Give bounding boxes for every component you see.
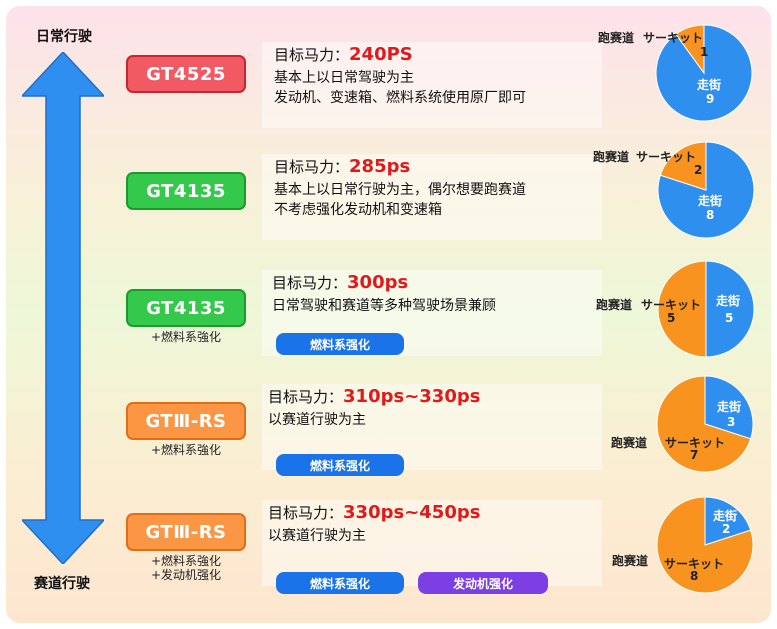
description-line: 发动机、变速箱、燃料系统使用原厂即可 xyxy=(274,90,526,106)
row-background xyxy=(262,154,602,240)
circuit-slice xyxy=(657,260,707,358)
double-arrow-icon xyxy=(22,52,104,564)
description-line: 日常驾驶和赛道等多种驾驶场景兼顾 xyxy=(272,298,496,314)
pie-street-label: 走街 xyxy=(713,509,738,523)
target-hp-value: 330ps~450ps xyxy=(343,502,481,523)
usage-pie-chart xyxy=(656,496,754,594)
pie-street-label: 走街 xyxy=(698,194,723,208)
upgrade-note: +燃料系強化 xyxy=(150,443,222,457)
pie-track-label: 跑赛道 xyxy=(611,436,648,450)
model-card: GT4135 xyxy=(126,172,246,210)
pie-street-value: 2 xyxy=(722,522,731,536)
target-hp-line: 目标马力：330ps~450ps xyxy=(268,502,480,523)
target-hp-value: 240PS xyxy=(349,44,413,65)
track-driving-label: 赛道行驶 xyxy=(34,576,90,592)
pie-circuit-label: サーキット xyxy=(665,436,726,450)
usage-pie-chart xyxy=(657,141,755,239)
usage-pie-chart xyxy=(656,375,754,473)
row-background xyxy=(262,500,602,586)
circuit-slice xyxy=(656,375,752,473)
model-card: GT4135 xyxy=(126,289,246,327)
pie-circuit-label: サーキット xyxy=(641,298,702,312)
target-hp-value: 310ps~330ps xyxy=(343,386,481,407)
pie-circuit-label: サーキット xyxy=(664,557,725,571)
pie-street-label: 走街 xyxy=(717,400,742,414)
upgrade-note: +燃料系強化 xyxy=(150,330,222,344)
pie-track-label: 跑赛道 xyxy=(612,554,649,568)
circuit-slice xyxy=(675,24,705,75)
pie-circuit-value: 1 xyxy=(700,45,709,59)
description-line: 以赛道行驶为主 xyxy=(268,412,366,428)
target-hp-line: 目标马力：240PS xyxy=(274,44,413,65)
model-card: GTⅢ-RS xyxy=(126,513,246,551)
fuel-upgrade-tag: 燃料系强化 xyxy=(276,454,404,476)
description-line: 基本上以日常行驶为主，偶尔想要跑赛道 xyxy=(274,182,526,198)
daily-driving-label: 日常行驶 xyxy=(36,29,92,45)
pie-circuit-value: 7 xyxy=(690,448,699,462)
circuit-slice xyxy=(659,141,707,191)
fuel-upgrade-tag: 燃料系强化 xyxy=(276,572,404,594)
pie-track-label: 跑赛道 xyxy=(596,298,633,312)
pie-circuit-label: サーキット xyxy=(636,150,697,164)
pie-street-value: 9 xyxy=(706,92,715,106)
pie-street-value: 8 xyxy=(706,208,715,222)
description-line: 基本上以日常驾驶为主 xyxy=(274,70,414,86)
pie-circuit-value: 5 xyxy=(667,311,676,325)
target-hp-line: 目标马力：285ps xyxy=(274,156,410,177)
pie-track-label: 跑赛道 xyxy=(593,150,630,164)
street-slice xyxy=(705,260,755,358)
street-slice xyxy=(704,375,754,440)
target-hp-label: 目标马力： xyxy=(268,388,344,406)
target-hp-label: 目标马力： xyxy=(274,46,350,64)
model-card: GT4525 xyxy=(126,55,246,93)
engine-upgrade-tag: 发动机强化 xyxy=(418,572,548,594)
model-card: GTⅢ-RS xyxy=(126,402,246,440)
row-background xyxy=(262,42,602,128)
pie-track-label: 跑赛道 xyxy=(598,31,635,45)
pie-street-label: 走街 xyxy=(716,294,741,308)
fuel-upgrade-tag: 燃料系强化 xyxy=(276,333,404,355)
upgrade-note: +发动机强化 xyxy=(150,568,222,582)
usage-pie-chart xyxy=(657,260,755,358)
circuit-slice xyxy=(656,496,754,594)
target-hp-value: 285ps xyxy=(349,156,411,177)
pie-street-label: 走街 xyxy=(697,78,722,92)
description-line: 不考虑强化发动机和变速箱 xyxy=(274,202,442,218)
pie-street-value: 3 xyxy=(727,415,736,429)
description-line: 以赛道行驶为主 xyxy=(268,528,366,544)
upgrade-note: +燃料系強化 xyxy=(150,554,222,568)
target-hp-label: 目标马力： xyxy=(274,158,350,176)
pie-circuit-value: 8 xyxy=(690,569,699,583)
target-hp-line: 目标马力：310ps~330ps xyxy=(268,386,480,407)
pie-circuit-label: サーキット xyxy=(643,31,704,45)
target-hp-line: 目标马力：300ps xyxy=(272,272,408,293)
pie-circuit-value: 2 xyxy=(694,163,703,177)
street-slice xyxy=(704,496,752,546)
target-hp-label: 目标马力： xyxy=(272,274,348,292)
target-hp-value: 300ps xyxy=(347,272,409,293)
pie-street-value: 5 xyxy=(725,311,734,325)
usage-pie-chart xyxy=(655,24,753,122)
target-hp-label: 目标马力： xyxy=(268,504,344,522)
